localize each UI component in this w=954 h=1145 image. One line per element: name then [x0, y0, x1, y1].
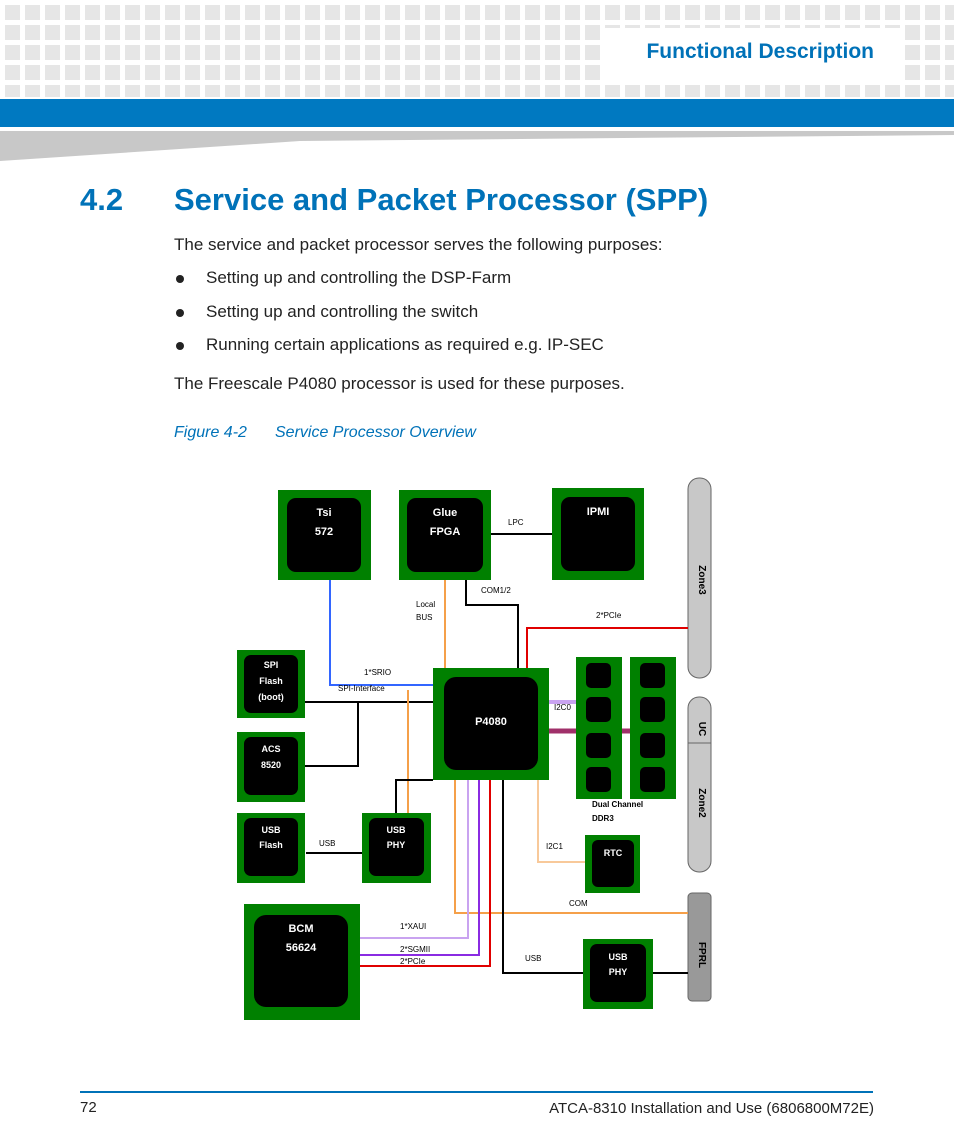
chip-ipmi: IPMI	[552, 488, 644, 580]
svg-text:56624: 56624	[286, 942, 317, 954]
signal-label: SPI-Interface	[338, 684, 385, 693]
chip-acs: ACS 8520	[237, 732, 305, 802]
chip-tsi: Tsi 572	[278, 490, 371, 580]
intro-paragraph: The service and packet processor serves …	[174, 235, 663, 254]
svg-text:USB: USB	[386, 825, 406, 835]
line-srio	[329, 580, 433, 686]
svg-text:SPI: SPI	[264, 660, 279, 670]
line-usb-bottom	[502, 780, 583, 974]
svg-text:Flash: Flash	[259, 840, 283, 850]
bullet-item: Running certain applications as required…	[206, 335, 604, 354]
ddr-label: DDR3	[592, 814, 614, 823]
chip-spi-flash: SPI Flash (boot)	[237, 650, 305, 718]
block-diagram: Zone3 UC Zone2 FPRL Tsi 572 Glue	[237, 477, 712, 1020]
svg-text:FPGA: FPGA	[430, 526, 461, 538]
chip-ddr-left	[576, 657, 622, 799]
connector-label-fprl: FPRL	[696, 942, 707, 968]
header-pattern-mask	[600, 28, 900, 82]
svg-text:PHY: PHY	[387, 840, 406, 850]
chip-ddr-right	[630, 657, 676, 799]
svg-text:BCM: BCM	[288, 923, 313, 935]
chip-glue-fpga: Glue FPGA	[399, 490, 491, 580]
connector-fprl	[687, 892, 712, 1002]
line-pcie-bottom	[360, 780, 491, 967]
connector-label-zone2: Zone2	[696, 788, 707, 818]
svg-text:572: 572	[315, 526, 333, 538]
heading-title: Service and Packet Processor (SPP)	[174, 182, 709, 217]
signal-label: I2C1	[546, 842, 563, 851]
chip-bcm: BCM 56624	[244, 904, 360, 1020]
connector-label-uc: UC	[696, 722, 707, 736]
signal-label: 2*PCIe	[596, 611, 622, 620]
bullet-item: Setting up and controlling the switch	[206, 302, 479, 321]
svg-text:P4080: P4080	[475, 716, 507, 728]
line-usb-phy-p4080	[395, 779, 433, 813]
footer-rule	[80, 1091, 873, 1093]
chip-usb-phy-1: USB PHY	[362, 813, 431, 883]
figure-caption: Service Processor Overview	[275, 424, 476, 441]
connector-label-zone3: Zone3	[696, 565, 707, 595]
svg-text:Flash: Flash	[259, 676, 283, 686]
signal-label: BUS	[416, 613, 432, 622]
bullet-item: Setting up and controlling the DSP-Farm	[206, 268, 512, 287]
closing-paragraph: The Freescale P4080 processor is used fo…	[174, 374, 625, 393]
line-com	[454, 780, 688, 914]
signal-label: 1*SRIO	[364, 668, 391, 677]
figure-label: Figure 4-2	[174, 424, 247, 441]
line-pcie-zone3	[526, 627, 688, 668]
connector-zone3	[687, 477, 712, 679]
svg-text:USB: USB	[608, 952, 628, 962]
bullet-dot	[176, 342, 184, 350]
line-com12	[465, 580, 519, 668]
svg-text:8520: 8520	[261, 760, 281, 770]
connector-uc-zone2	[687, 696, 712, 873]
svg-text:RTC: RTC	[604, 848, 623, 858]
svg-text:USB: USB	[261, 825, 281, 835]
signal-label: USB	[319, 839, 335, 848]
svg-text:PHY: PHY	[609, 967, 628, 977]
svg-text:Tsi: Tsi	[316, 507, 331, 519]
document-title: ATCA-8310 Installation and Use (6806800M…	[549, 1100, 874, 1117]
signal-label: USB	[525, 954, 541, 963]
ddr-label: Dual Channel	[592, 800, 643, 809]
signal-label: LPC	[508, 518, 524, 527]
bullet-dot	[176, 309, 184, 317]
bullet-dot	[176, 275, 184, 283]
chip-p4080: P4080	[433, 668, 549, 780]
header-grey-swoosh	[0, 131, 954, 161]
signal-label: 1*XAUI	[400, 922, 426, 931]
page-number: 72	[80, 1099, 97, 1116]
header-blue-band	[0, 99, 954, 127]
svg-text:(boot): (boot)	[258, 692, 283, 702]
line-sgmii	[360, 780, 480, 956]
signal-labels: LPC COM1/2 Local BUS 2*PCIe 1*SRIO SPI-I…	[319, 518, 622, 966]
svg-text:ACS: ACS	[261, 744, 280, 754]
svg-text:IPMI: IPMI	[587, 506, 610, 518]
svg-text:Glue: Glue	[433, 507, 457, 519]
signal-label: 2*PCIe	[400, 957, 426, 966]
section-title: Functional Description	[646, 40, 874, 63]
signal-label: I2C0	[554, 703, 571, 712]
signal-label: 2*SGMII	[400, 945, 430, 954]
signal-label: COM	[569, 899, 588, 908]
chip-usb-phy-2: USB PHY	[583, 939, 653, 1009]
line-i2c1	[537, 780, 592, 863]
chip-usb-flash: USB Flash	[237, 813, 305, 883]
connectors: Zone3 UC Zone2 FPRL	[687, 477, 712, 1002]
line-xaui	[360, 780, 469, 939]
heading-number: 4.2	[80, 182, 124, 217]
signal-label: Local	[416, 600, 435, 609]
chip-rtc: RTC	[585, 835, 640, 893]
signal-label: COM1/2	[481, 586, 511, 595]
